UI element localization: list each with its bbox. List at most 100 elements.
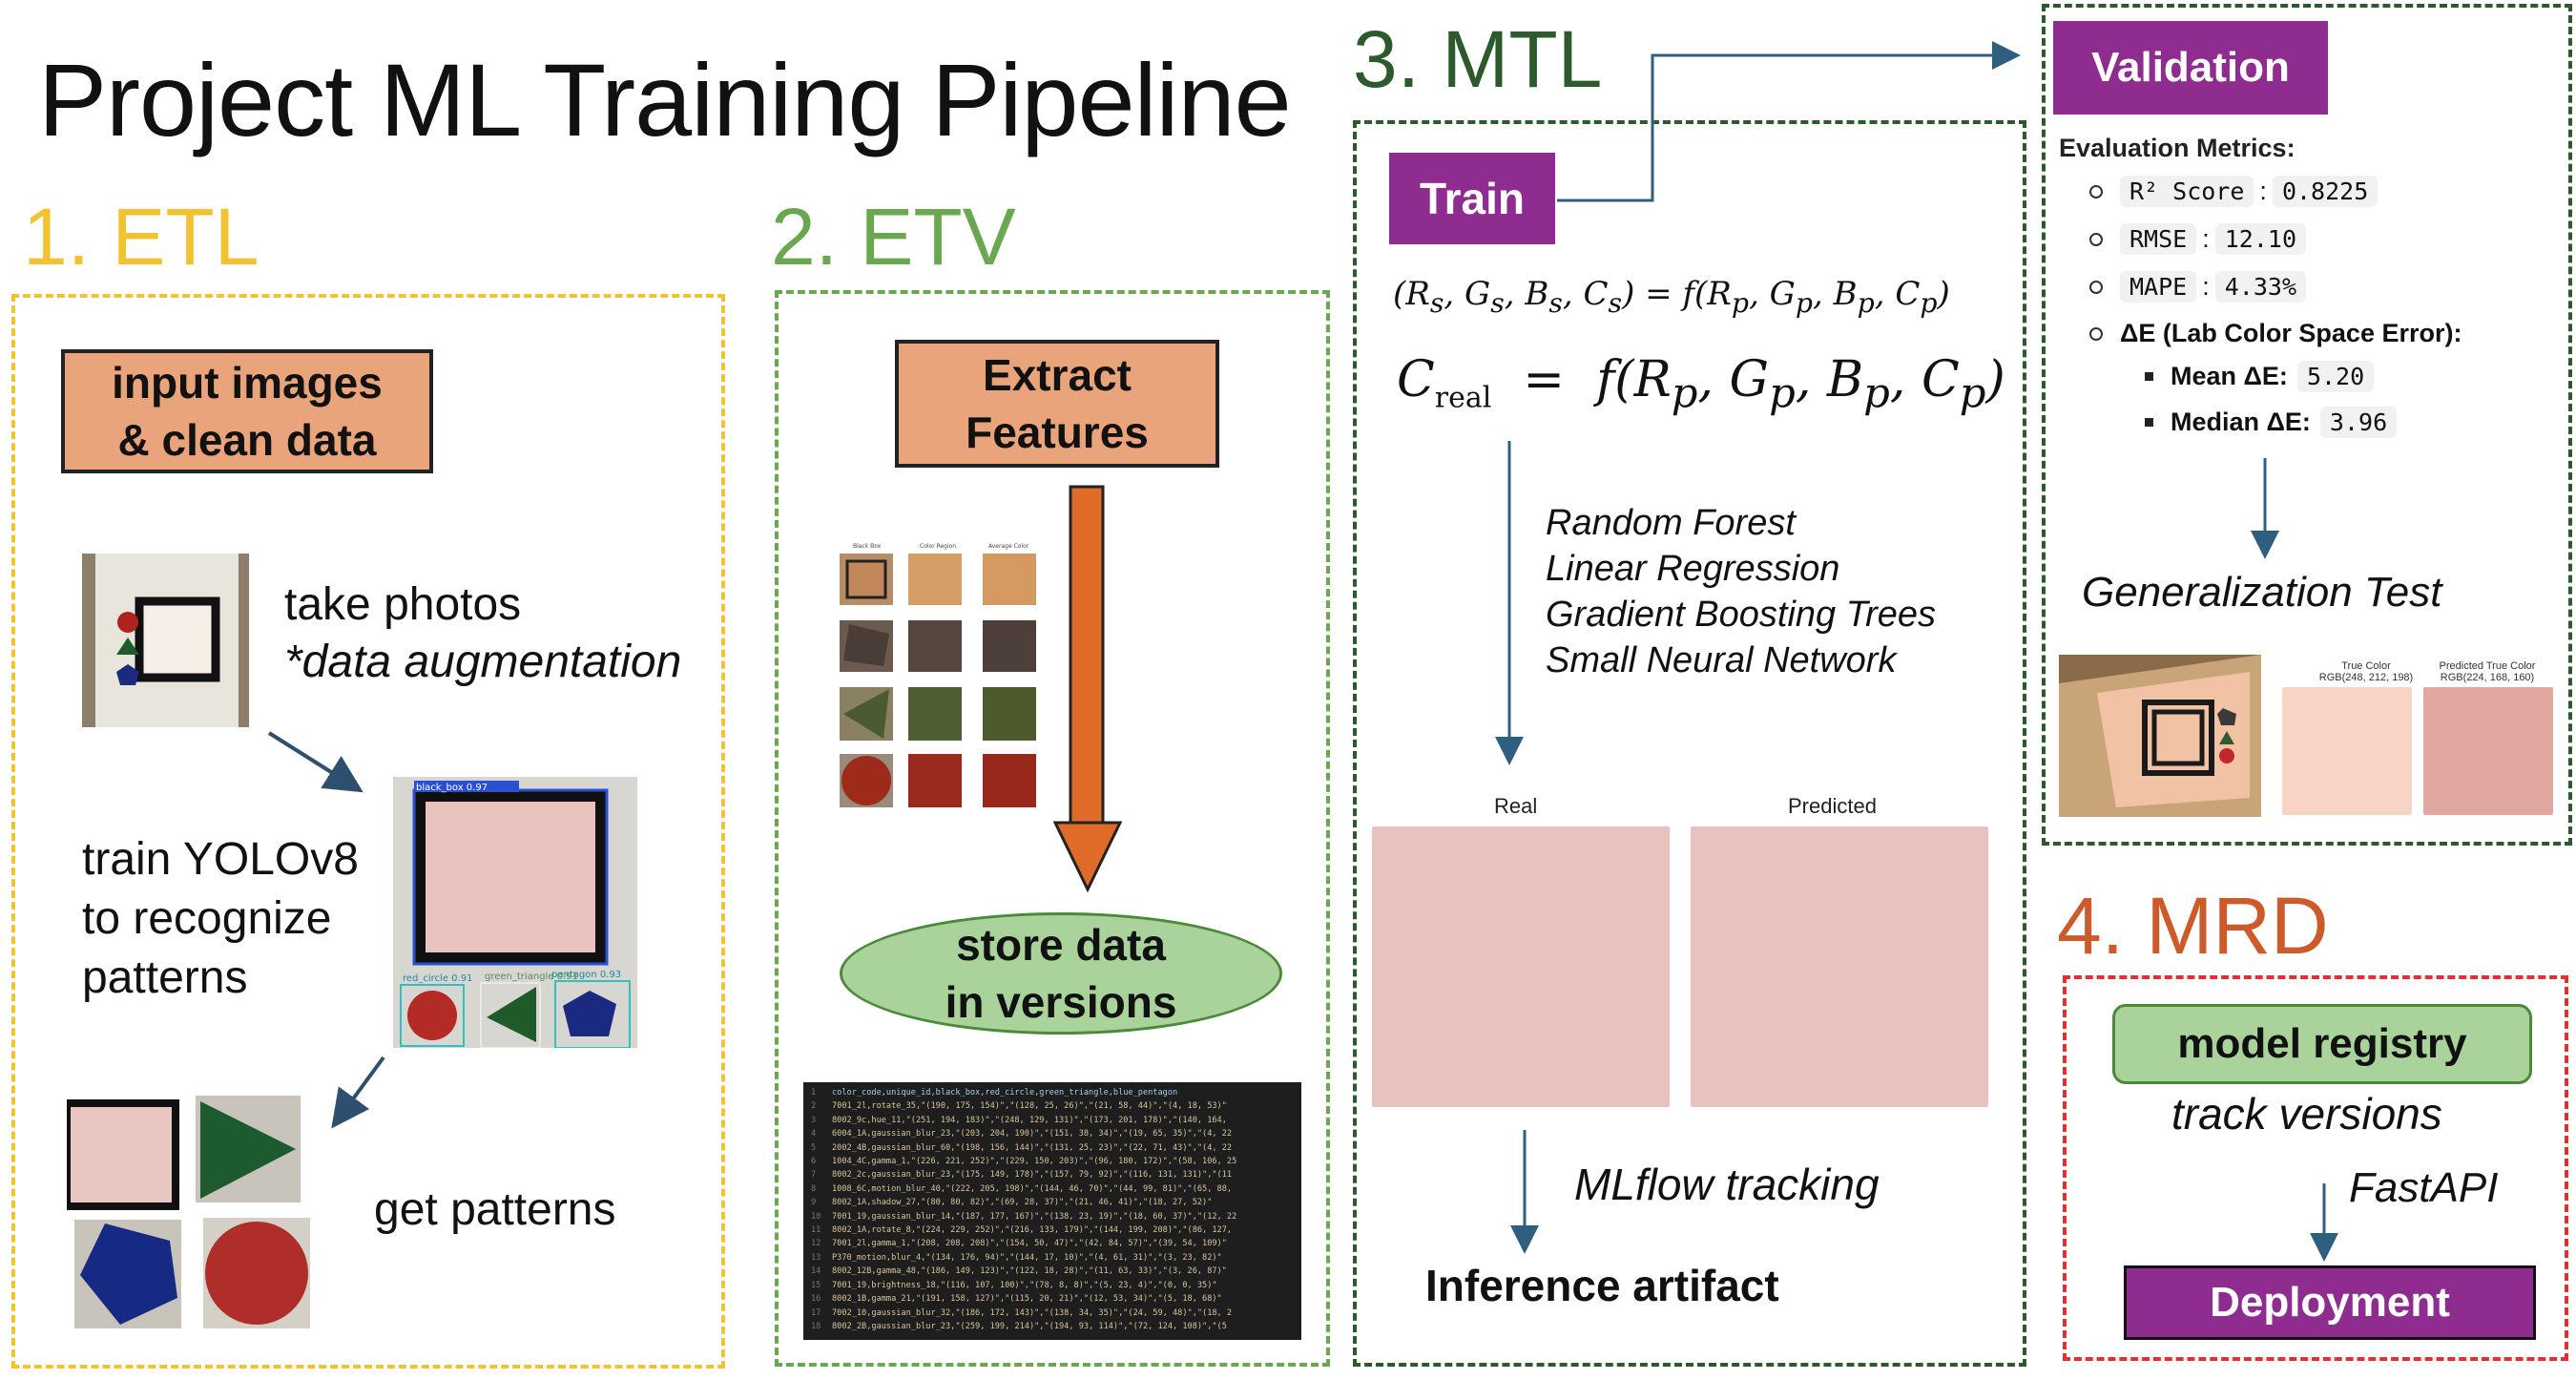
csv-line-number: 16 bbox=[811, 1294, 821, 1305]
grid-caption-2: Color Region bbox=[920, 543, 956, 550]
bullet-icon bbox=[2089, 184, 2103, 199]
csv-line-text: 8002_9c,hue_11,"(251, 194, 183)","(248, … bbox=[832, 1115, 1227, 1125]
csv-line-number: 5 bbox=[811, 1142, 817, 1153]
metric-name: R² Score bbox=[2120, 176, 2254, 207]
model-list: Random Forest Linear Regression Gradient… bbox=[1546, 500, 1936, 683]
yolo-detection-image: black_box 0.97 red_circle 0.91 green_tri… bbox=[393, 777, 637, 1048]
csv-line-number: 12 bbox=[811, 1239, 821, 1249]
feature-grid: Black Box Color Region Average Color bbox=[840, 543, 1036, 807]
csv-line-number: 18 bbox=[811, 1321, 821, 1331]
model-small-nn: Small Neural Network bbox=[1546, 640, 1897, 680]
metrics-title: Evaluation Metrics: bbox=[2059, 134, 2296, 162]
model-gradient-boosting: Gradient Boosting Trees bbox=[1546, 595, 1937, 635]
delta-e-name: Mean ΔE: bbox=[2171, 362, 2288, 390]
predicted-label: Predicted bbox=[1788, 794, 1877, 818]
mrd-heading: 4. MRD bbox=[2057, 881, 2329, 971]
true-color-rgb: RGB(248, 212, 198) bbox=[2318, 672, 2414, 683]
mtl-heading: 3. MTL bbox=[1353, 14, 1603, 104]
grid-caption-1: Black Box bbox=[853, 543, 882, 550]
bullet-icon bbox=[2145, 418, 2153, 427]
mrd-panel bbox=[2063, 975, 2568, 1361]
csv-line-number: 17 bbox=[811, 1307, 821, 1318]
bullet-icon bbox=[2089, 326, 2103, 341]
train-box: Train bbox=[1389, 153, 1555, 244]
real-color-swatch bbox=[1372, 826, 1670, 1107]
train-line2: to recognize bbox=[82, 893, 332, 944]
generalization-photo bbox=[2059, 655, 2261, 817]
store-line1: store data bbox=[956, 920, 1166, 970]
take-photos-text: take photos bbox=[284, 579, 522, 630]
csv-line: 12 7001_2l,gamma_1,"(208, 208, 208)","(15… bbox=[811, 1237, 1298, 1250]
validation-panel bbox=[2042, 4, 2572, 846]
etl-arrows bbox=[267, 731, 385, 1129]
etl-panel bbox=[11, 294, 725, 1369]
delta-e-mean: Mean ΔE: 5.20 bbox=[2145, 361, 2375, 392]
csv-line-text: 8002_2c,gaussian_blur_23,"(175, 149, 178… bbox=[832, 1170, 1233, 1181]
csv-line: 2 7001_2l,rotate_35,"(190, 175, 154)","(1… bbox=[811, 1099, 1298, 1113]
csv-line: 11 8002_1A,rotate_8,"(224, 229, 252)","(2… bbox=[811, 1223, 1298, 1237]
augmentation-text: *data augmentation bbox=[284, 637, 682, 687]
csv-line-number: 3 bbox=[811, 1115, 817, 1125]
etv-heading: 2. ETV bbox=[771, 192, 1016, 282]
csv-line-text: 8002_1A,rotate_8,"(224, 229, 252)","(216… bbox=[832, 1225, 1233, 1236]
pred-color-title: Predicted True Color bbox=[2439, 660, 2536, 672]
csv-line-number: 7 bbox=[811, 1170, 817, 1181]
csv-line-text: 7001_2l,gamma_1,"(208, 208, 208)","(154,… bbox=[832, 1239, 1227, 1249]
csv-line-text: 7002_10,gaussian_blur_32,"(186, 172, 143… bbox=[832, 1307, 1233, 1318]
train-line3: patterns bbox=[82, 952, 248, 1003]
metric-name: RMSE bbox=[2120, 223, 2197, 255]
formula-mapping: (Rs, Gs, Bs, Cs) = f(Rp, Gp, Bp, Cp) bbox=[1393, 275, 1950, 319]
csv-line: 13 P370_motion,blur_4,"(134, 176, 94)","(… bbox=[811, 1251, 1298, 1265]
csv-line-text: color_code,unique_id,black_box,red_circl… bbox=[832, 1088, 1178, 1098]
metric-colon: : bbox=[2202, 224, 2210, 253]
bullet-icon bbox=[2145, 372, 2153, 381]
delta-e-title-row: ΔE (Lab Color Space Error): bbox=[2089, 319, 2462, 348]
csv-line-number: 15 bbox=[811, 1280, 821, 1290]
delta-e-value: 5.20 bbox=[2296, 361, 2375, 392]
csv-line-text: P370_motion,blur_4,"(134, 176, 94)","(14… bbox=[832, 1252, 1222, 1263]
csv-line-number: 9 bbox=[811, 1198, 817, 1208]
etv-panel bbox=[775, 290, 1330, 1367]
validation-box: Validation bbox=[2053, 21, 2328, 115]
csv-line-number: 8 bbox=[811, 1183, 817, 1194]
csv-line-number: 6 bbox=[811, 1157, 817, 1167]
metric-name: MAPE bbox=[2120, 271, 2197, 303]
csv-line-text: 7001_2l,rotate_35,"(190, 175, 154)","(12… bbox=[832, 1101, 1227, 1112]
train-yolo-text: train YOLOv8 to recognize patterns bbox=[82, 830, 359, 1008]
csv-line: 3 8002_9c,hue_11,"(251, 194, 183)","(248,… bbox=[811, 1114, 1298, 1127]
delta-e-name: Median ΔE: bbox=[2171, 408, 2311, 436]
page-title: Project ML Training Pipeline bbox=[38, 42, 1292, 157]
metric-value: 4.33% bbox=[2214, 271, 2306, 303]
pattern-crops bbox=[67, 1096, 310, 1328]
inference-artifact-text: Inference artifact bbox=[1425, 1261, 1779, 1310]
input-box-line2: & clean data bbox=[117, 415, 377, 465]
metric-colon: : bbox=[2202, 272, 2210, 301]
metric-value: 0.8225 bbox=[2272, 176, 2379, 207]
csv-line-number: 2 bbox=[811, 1101, 817, 1112]
csv-line-number: 4 bbox=[811, 1129, 817, 1140]
det-label-black-box: black_box 0.97 bbox=[416, 783, 488, 793]
det-label-green-triangle: green_triangle 0.91 bbox=[485, 972, 578, 982]
model-registry-box: model registry bbox=[2112, 1004, 2532, 1084]
det-label-pentagon: pentagon 0.93 bbox=[551, 970, 621, 980]
csv-line-text: 1008_6C,motion_blur_40,"(222, 205, 198)"… bbox=[832, 1183, 1233, 1194]
bullet-icon bbox=[2089, 232, 2103, 246]
csv-line-number: 11 bbox=[811, 1225, 821, 1236]
metric-rmse: RMSE : 12.10 bbox=[2089, 223, 2306, 255]
extract-features-box: Extract Features bbox=[895, 340, 1219, 468]
csv-line-number: 13 bbox=[811, 1252, 821, 1263]
csv-line-text: 8002_2B,gaussian_blur_23,"(259, 199, 214… bbox=[832, 1321, 1227, 1331]
csv-line-text: 6004_1A,gaussian_blur_23,"(203, 204, 190… bbox=[832, 1129, 1233, 1140]
csv-line: 18 8002_2B,gaussian_blur_23,"(259, 199, 2… bbox=[811, 1320, 1298, 1333]
input-box-line1: input images bbox=[112, 358, 383, 408]
real-label: Real bbox=[1494, 794, 1538, 818]
csv-line-text: 1004_4C,gamma_1,"(226, 221, 252)","(229,… bbox=[832, 1157, 1237, 1167]
csv-line-number: 10 bbox=[811, 1211, 821, 1222]
csv-line-text: 8002_12B,gamma_48,"(186, 149, 123)","(12… bbox=[832, 1266, 1227, 1277]
